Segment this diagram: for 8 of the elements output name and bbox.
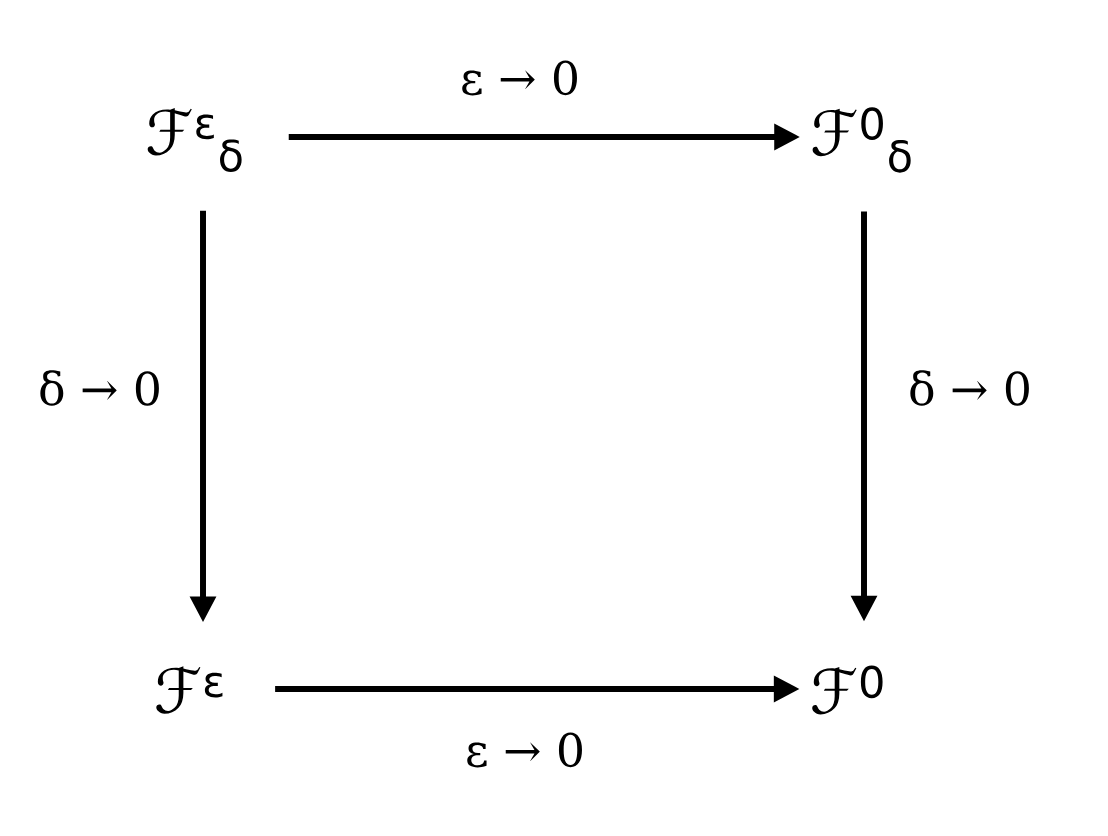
- math-symbol: ℱ$^{ε}$δ: [147, 108, 242, 172]
- edge-label: δ → 0: [34, 366, 166, 410]
- math-symbol: ℱ$^{0}$δ: [812, 107, 911, 173]
- edge-label: ε → 0: [461, 729, 589, 771]
- edge-label: δ → 0: [904, 366, 1036, 410]
- edge-label: ε → 0: [456, 57, 584, 99]
- math-symbol: ℱ$^{0}$: [812, 665, 883, 715]
- math-symbol: ℱ$^{ε}$: [156, 666, 223, 714]
